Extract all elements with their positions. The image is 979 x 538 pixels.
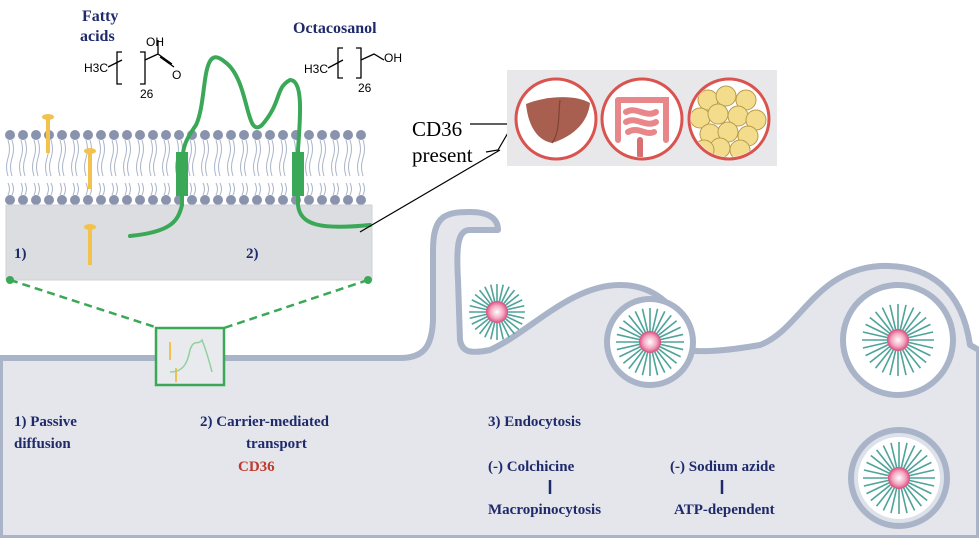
cd36-transmembrane-domain	[176, 152, 188, 196]
cd36-transmembrane-domain	[292, 152, 304, 196]
octacosanol-structure: H3C OH 26	[304, 47, 402, 95]
svg-text:OH: OH	[146, 35, 164, 49]
micelle	[616, 308, 684, 376]
fatty-acids-title-line1: Fatty	[82, 8, 118, 25]
cell-surface	[0, 209, 979, 538]
cd36-callout-line1: CD36	[412, 117, 462, 141]
micelle	[863, 442, 935, 514]
endocytosis-label: 3) Endocytosis	[488, 414, 581, 430]
carrier-transport-label-line1: 2) Carrier-mediated	[200, 414, 330, 430]
carrier-transport-label-line2: transport	[246, 436, 307, 452]
fatty-acid-molecule	[42, 114, 54, 153]
svg-text:H3C: H3C	[84, 61, 108, 75]
atp-dependent-label: ATP-dependent	[674, 502, 775, 518]
cd36-label: CD36	[238, 459, 275, 475]
svg-text:26: 26	[358, 81, 372, 95]
svg-text:OH: OH	[384, 51, 402, 65]
svg-text:26: 26	[140, 87, 154, 101]
zoom-box	[154, 326, 226, 387]
macropinocytosis-label: Macropinocytosis	[488, 502, 601, 518]
fatty-acid-structure: H3C OH O 26	[84, 35, 181, 101]
colchicine-label: (-) Colchicine	[488, 459, 575, 475]
micelle	[469, 284, 525, 340]
fatty-acid-molecule	[84, 224, 96, 265]
passive-route-marker: 1)	[14, 246, 27, 262]
svg-text:O: O	[172, 68, 181, 82]
passive-diffusion-label-line2: diffusion	[14, 436, 71, 452]
sodium-azide-label: (-) Sodium azide	[670, 459, 775, 475]
fatty-acids-title-line2: acids	[80, 28, 115, 45]
fatty-acid-molecule	[84, 148, 96, 189]
svg-text:H3C: H3C	[304, 62, 328, 76]
carrier-route-marker: 2)	[246, 246, 259, 262]
cd36-callout-line2: present	[412, 143, 473, 167]
micelle	[862, 304, 934, 376]
octacosanol-title: Octacosanol	[293, 20, 377, 37]
passive-diffusion-label-line1: 1) Passive	[14, 414, 77, 430]
